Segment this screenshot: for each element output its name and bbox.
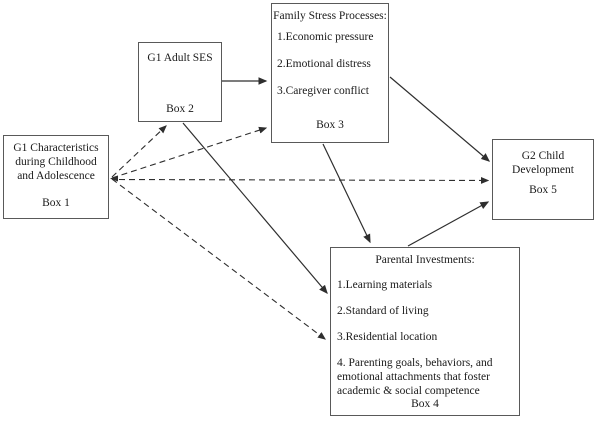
box5-title: G2 Child Development bbox=[512, 150, 574, 176]
list-item: 1.Learning materials bbox=[337, 279, 433, 291]
box-g2-child-development: G2 Child Development Box 5 bbox=[492, 139, 594, 220]
arrow-box1-to-box4-dashed bbox=[111, 178, 326, 340]
box1-label: Box 1 bbox=[42, 197, 70, 209]
list-item: 2.Emotional distress bbox=[277, 58, 371, 70]
box3-label: Box 3 bbox=[316, 119, 344, 131]
arrowhead-into-box1 bbox=[110, 175, 118, 182]
box1-title: G1 Characteristics during Childhood and … bbox=[13, 142, 99, 182]
box3-items: 1.Economic pressure 2.Emotional distress… bbox=[272, 30, 388, 98]
box4-items: 1.Learning materials 2.Standard of livin… bbox=[331, 278, 519, 398]
arrow-box4-to-box5 bbox=[407, 201, 490, 247]
box3-heading: Family Stress Processes: bbox=[273, 10, 387, 22]
box-g1-characteristics: G1 Characteristics during Childhood and … bbox=[3, 135, 109, 219]
box2-label: Box 2 bbox=[166, 103, 194, 115]
list-item: 2.Standard of living bbox=[337, 305, 429, 317]
arrow-box3-to-box5 bbox=[389, 76, 491, 162]
arrow-box2-to-box4 bbox=[182, 122, 328, 295]
arrow-box3-to-box4 bbox=[322, 143, 371, 244]
box2-title: G1 Adult SES bbox=[147, 52, 213, 64]
arrow-box1-to-box3-dashed bbox=[111, 126, 268, 179]
arrow-box1-to-box5-dashed bbox=[118, 177, 490, 184]
box-family-stress-processes: Family Stress Processes: 1.Economic pres… bbox=[271, 3, 389, 143]
list-item: 4. Parenting goals, behaviors, and emoti… bbox=[337, 357, 493, 397]
list-item: 3.Residential location bbox=[337, 331, 438, 343]
box4-heading: Parental Investments: bbox=[375, 254, 475, 266]
list-item: 1.Economic pressure bbox=[277, 31, 374, 43]
box4-label: Box 4 bbox=[411, 398, 439, 410]
box-g1-adult-ses: G1 Adult SES Box 2 bbox=[138, 42, 222, 122]
box-parental-investments: Parental Investments: 1.Learning materia… bbox=[330, 247, 520, 416]
arrow-box1-to-box2-dashed bbox=[111, 125, 167, 178]
box5-label: Box 5 bbox=[529, 184, 557, 196]
list-item: 3.Caregiver conflict bbox=[277, 85, 369, 97]
